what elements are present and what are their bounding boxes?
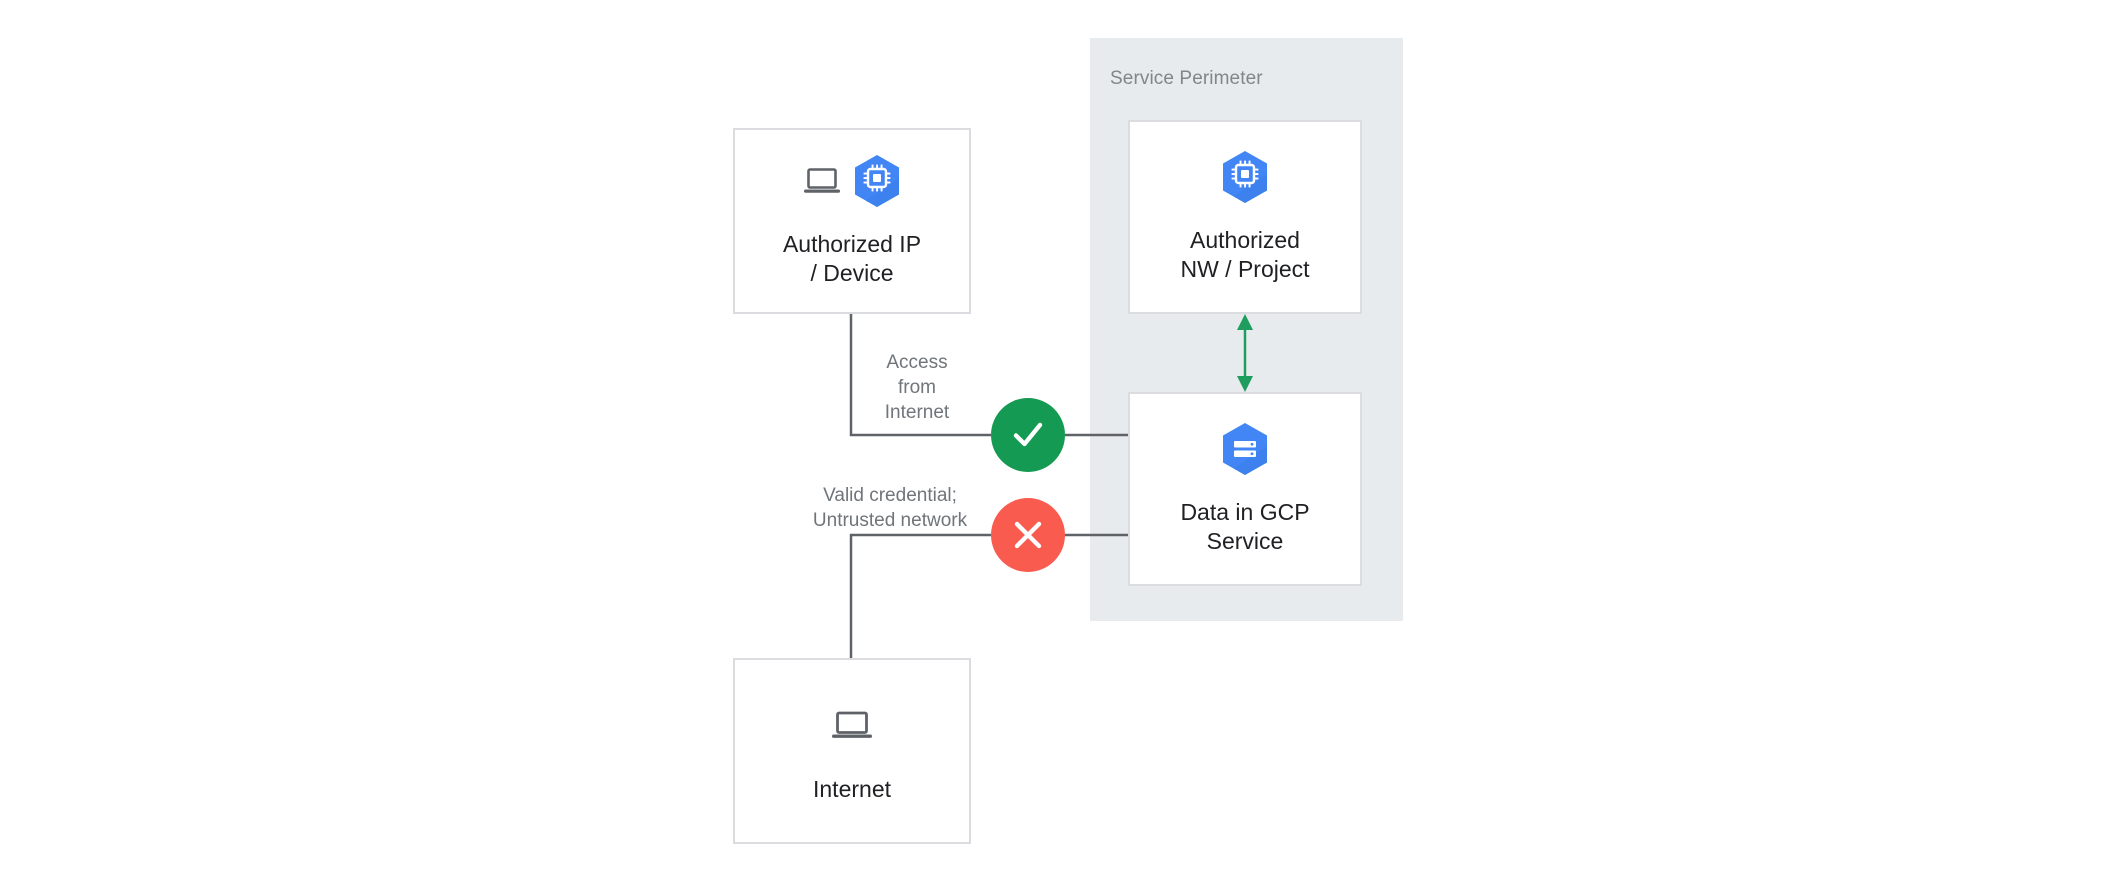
- node-icon-group: [831, 699, 873, 753]
- allow-check-badge[interactable]: [991, 398, 1065, 472]
- gcp-compute-hexagon-icon: [1223, 151, 1267, 203]
- wire-internet-to-deny: [849, 533, 991, 658]
- gcp-storage-hexagon-icon: [1223, 423, 1267, 475]
- deny-cross-badge[interactable]: [991, 498, 1065, 572]
- node-icon-group: [1221, 422, 1269, 476]
- node-data-in-gcp-service[interactable]: Data in GCP Service: [1128, 392, 1362, 586]
- node-icon-group: [803, 154, 901, 208]
- node-label: Authorized NW / Project: [1180, 227, 1310, 282]
- node-label: Authorized IP / Device: [782, 231, 922, 286]
- node-authorized-nw-project[interactable]: Authorized NW / Project: [1128, 120, 1362, 314]
- node-internet[interactable]: Internet: [733, 658, 971, 844]
- gcp-compute-hexagon-icon: [855, 155, 899, 207]
- check-icon: [1013, 422, 1043, 447]
- edge-label-access-from-internet: Access from Internet: [884, 352, 950, 423]
- node-icon-group: [1221, 150, 1269, 204]
- node-label: Internet: [813, 775, 891, 802]
- edge-label-valid-credential-untrusted-network: Valid credential; Untrusted network: [812, 485, 968, 531]
- node-label: Data in GCP Service: [1180, 499, 1310, 554]
- laptop-icon: [832, 711, 872, 738]
- node-authorized-ip-device[interactable]: Authorized IP / Device: [733, 128, 971, 314]
- close-icon: [1014, 521, 1042, 549]
- service-perimeter-label: Service Perimeter: [1110, 68, 1263, 89]
- laptop-icon: [804, 168, 840, 193]
